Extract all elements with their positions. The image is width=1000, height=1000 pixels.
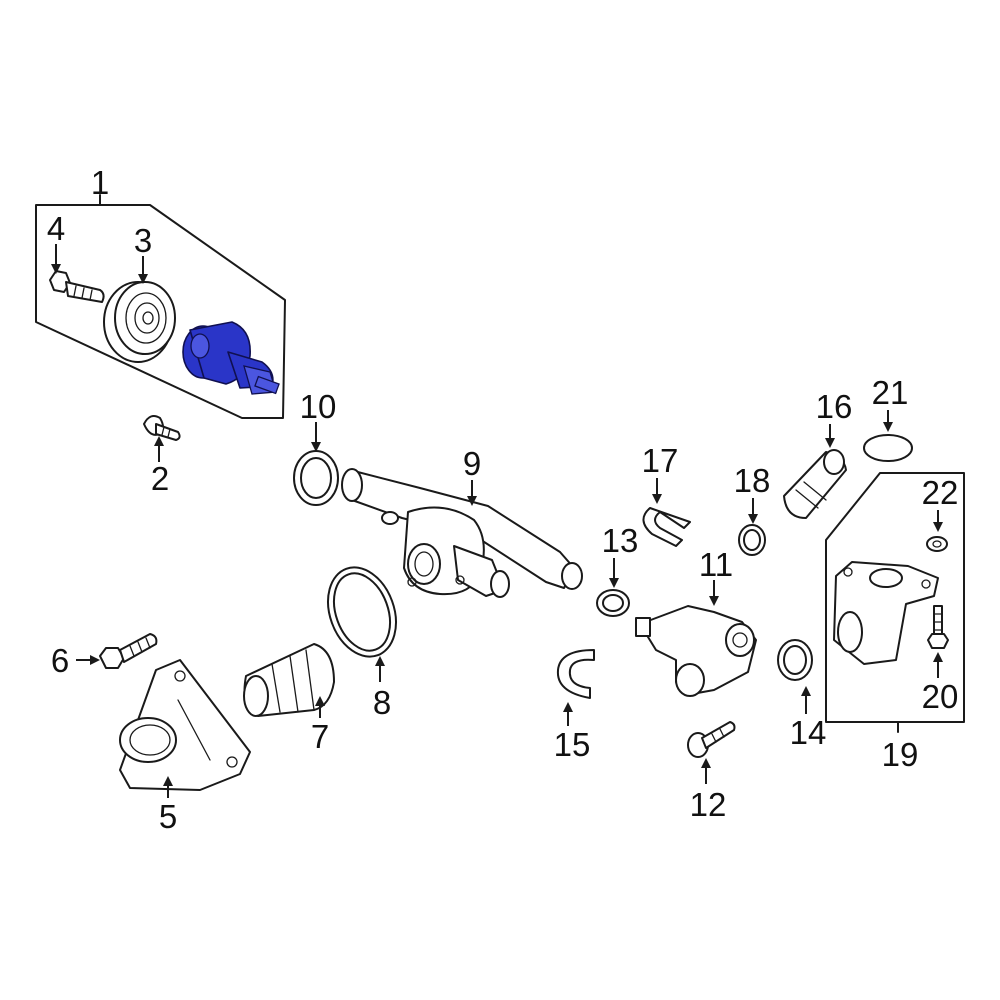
part-10-oring[interactable] [293, 450, 339, 506]
callout-10: 10 [300, 388, 337, 425]
part-20-bolt[interactable] [927, 605, 949, 649]
part-6-bolt[interactable] [99, 633, 158, 669]
part-thermostat-highlighted[interactable] [182, 321, 280, 395]
callout-3: 3 [134, 222, 152, 259]
callout-2: 2 [151, 460, 169, 497]
callout-4: 4 [47, 210, 65, 247]
part-12-bolt[interactable] [687, 721, 736, 758]
callout-15: 15 [554, 726, 591, 763]
part-13-oring[interactable] [596, 589, 630, 617]
callout-9: 9 [463, 445, 481, 482]
callout-12: 12 [690, 786, 727, 823]
leader-arrows [51, 244, 943, 798]
callout-18: 18 [734, 462, 771, 499]
callout-6: 6 [51, 642, 69, 679]
callout-11: 11 [699, 546, 733, 583]
part-16-sensor[interactable] [783, 449, 847, 519]
callout-20: 20 [922, 678, 959, 715]
callout-1: 1 [91, 164, 109, 201]
callout-17: 17 [642, 442, 679, 479]
part-2-bolt[interactable] [143, 415, 181, 441]
part-17-clip[interactable] [642, 507, 691, 547]
callout-13: 13 [602, 522, 639, 559]
part-8-gasket[interactable] [316, 558, 408, 666]
part-11-housing[interactable] [635, 605, 757, 697]
callout-labels: 1 2 3 4 5 6 7 8 9 10 11 12 13 14 15 16 1… [47, 164, 959, 835]
part-19-fitting[interactable] [833, 561, 939, 665]
part-9-pipe[interactable] [341, 468, 583, 598]
callout-5: 5 [159, 798, 177, 835]
callout-22: 22 [922, 474, 959, 511]
part-3-ring[interactable] [103, 281, 176, 363]
callout-21: 21 [872, 374, 909, 411]
callout-16: 16 [816, 388, 853, 425]
callout-19: 19 [882, 736, 919, 773]
group-box-1 [35, 194, 286, 419]
callout-7: 7 [311, 718, 329, 755]
part-5-housing[interactable] [119, 659, 251, 791]
part-15-clip[interactable] [556, 649, 595, 699]
group-box-19 [825, 472, 965, 733]
callout-14: 14 [790, 714, 827, 751]
part-21-oring[interactable] [863, 434, 913, 462]
part-4-bolt[interactable] [49, 270, 105, 303]
part-22-washer[interactable] [926, 536, 948, 552]
part-14-oring[interactable] [777, 639, 813, 681]
callout-8: 8 [373, 684, 391, 721]
part-18-oring[interactable] [738, 524, 766, 556]
part-7-hose[interactable] [243, 643, 335, 717]
